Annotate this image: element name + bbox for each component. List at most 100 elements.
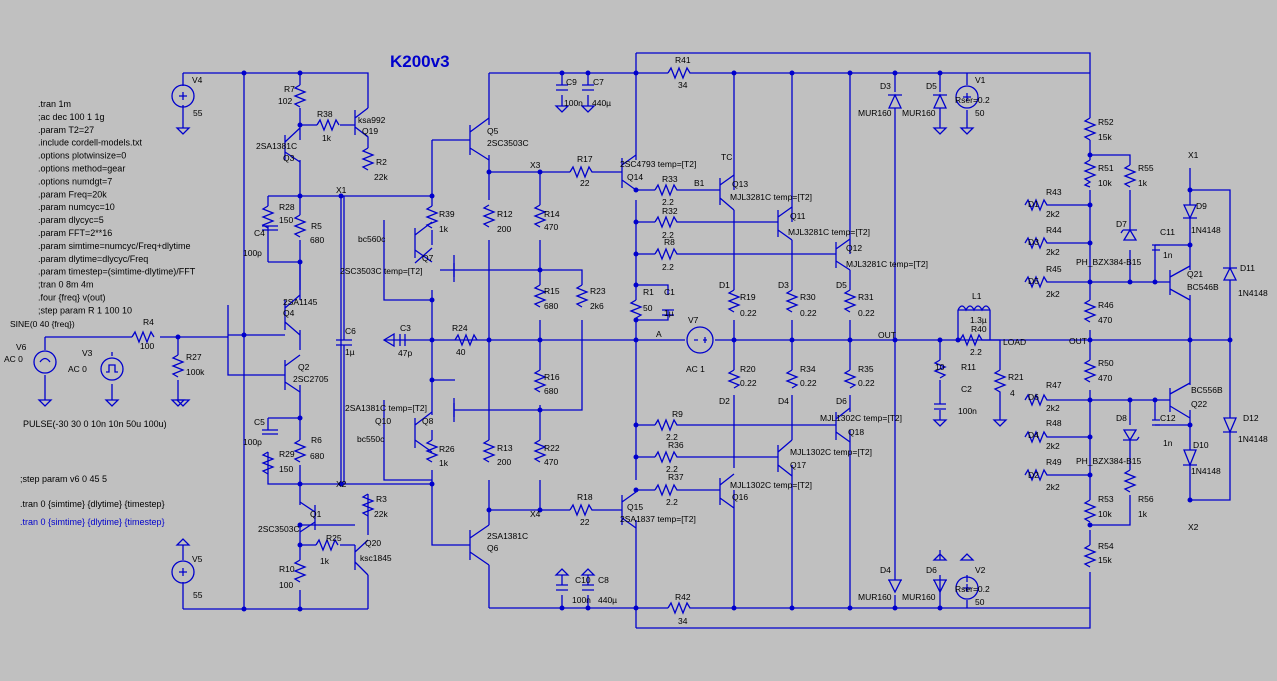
step-directive: ;step param v6 0 45 5 xyxy=(20,474,107,484)
component-label: R27 xyxy=(186,352,202,362)
component-label: 2.2 xyxy=(666,432,678,442)
component-label: R55 xyxy=(1138,163,1154,173)
component-label: Q17 xyxy=(790,460,806,470)
component-label: 200 xyxy=(497,457,511,467)
component-label: R1 xyxy=(643,287,654,297)
component-label: MJL1302C temp=[T2] xyxy=(820,413,902,423)
component-label: Q6 xyxy=(487,543,499,553)
component-label: R36 xyxy=(668,440,684,450)
directive-line: .options plotwinsize=0 xyxy=(38,151,126,161)
component-label: R45 xyxy=(1046,264,1062,274)
component-label: 470 xyxy=(544,457,558,467)
component-label: D4 xyxy=(1028,430,1039,440)
component-label: D4 xyxy=(880,565,891,575)
component-label: BC546B xyxy=(1187,282,1219,292)
component-label: R50 xyxy=(1098,358,1114,368)
component-label: SINE(0 40 {freq}) xyxy=(10,319,75,329)
directive-line: .param T2=27 xyxy=(38,125,94,135)
component-label: 2k2 xyxy=(1046,289,1060,299)
component-label: V2 xyxy=(975,565,986,575)
component-label: Q22 xyxy=(1191,399,1207,409)
directive-line: ;ac dec 100 1 1g xyxy=(38,112,105,122)
component-label: Q3 xyxy=(283,153,295,163)
component-label: 2SC3503C xyxy=(258,524,300,534)
component-label: 1k xyxy=(439,224,449,234)
component-label: AC 0 xyxy=(4,354,23,364)
component-label: 2SC2705 xyxy=(293,374,329,384)
component-label: 50 xyxy=(975,597,985,607)
component-label: D9 xyxy=(1196,201,1207,211)
component-label: 100n xyxy=(572,595,591,605)
component-label: Q2 xyxy=(298,362,310,372)
component-label: R7 xyxy=(284,84,295,94)
component-label: R8 xyxy=(664,237,675,247)
component-label: R16 xyxy=(544,372,560,382)
component-label: 22k xyxy=(374,172,388,182)
component-label: Q1 xyxy=(310,509,322,519)
directive-line: .param numcyc=10 xyxy=(38,202,115,212)
component-label: R6 xyxy=(311,435,322,445)
component-label: V5 xyxy=(192,554,203,564)
component-label: 15k xyxy=(1098,132,1112,142)
component-label: R22 xyxy=(544,443,560,453)
component-label: 440µ xyxy=(592,98,611,108)
component-label: R26 xyxy=(439,444,455,454)
component-label: 10k xyxy=(1098,178,1112,188)
component-label: R29 xyxy=(279,449,295,459)
component-label: Q5 xyxy=(487,126,499,136)
component-label: 680 xyxy=(310,235,324,245)
component-label: 10k xyxy=(1098,509,1112,519)
component-label: Q13 xyxy=(732,179,748,189)
component-label: Rser=0.2 xyxy=(955,584,990,594)
component-label: C2 xyxy=(961,384,972,394)
component-label: R15 xyxy=(544,286,560,296)
component-label: 22k xyxy=(374,509,388,519)
component-label: R56 xyxy=(1138,494,1154,504)
component-label: 470 xyxy=(1098,373,1112,383)
component-label: 1N4148 xyxy=(1191,225,1221,235)
component-label: D6 xyxy=(1028,392,1039,402)
directive-line: .param dlycyc=5 xyxy=(38,215,104,225)
component-label: X3 xyxy=(530,160,541,170)
component-label: R49 xyxy=(1046,457,1062,467)
component-label: R2 xyxy=(376,157,387,167)
component-label: OUT xyxy=(878,330,896,340)
component-label: R11 xyxy=(961,362,976,372)
component-label: D8 xyxy=(1116,413,1127,423)
component-label: D2 xyxy=(719,396,730,406)
component-label: 2k2 xyxy=(1046,209,1060,219)
component-label: 150 xyxy=(279,215,293,225)
component-label: D5 xyxy=(836,280,847,290)
component-label: R52 xyxy=(1098,117,1114,127)
component-label: Q11 xyxy=(790,211,806,221)
component-label: 2k2 xyxy=(1046,482,1060,492)
component-label: R30 xyxy=(800,292,816,302)
component-label: D1 xyxy=(719,280,730,290)
component-label: X4 xyxy=(530,509,541,519)
component-label: 10 xyxy=(935,362,945,372)
component-label: D5 xyxy=(1028,276,1039,286)
component-label: R10 xyxy=(279,564,295,574)
component-label: R47 xyxy=(1046,380,1062,390)
component-label: C3 xyxy=(400,323,411,333)
component-label: 1N4148 xyxy=(1191,466,1221,476)
component-label: R38 xyxy=(317,109,333,119)
component-label: 680 xyxy=(310,451,324,461)
component-label: R53 xyxy=(1098,494,1114,504)
component-label: C1 xyxy=(664,287,675,297)
component-label: 1.3µ xyxy=(970,315,987,325)
component-label: 55 xyxy=(193,108,203,118)
component-label: bc560c xyxy=(358,234,386,244)
component-label: MUR160 xyxy=(902,592,936,602)
component-label: 470 xyxy=(544,222,558,232)
component-label: 1N4148 xyxy=(1238,434,1268,444)
component-label: Q19 xyxy=(362,126,378,136)
component-label: C11 xyxy=(1160,227,1175,237)
component-label: Q14 xyxy=(627,172,643,182)
component-label: 100n xyxy=(564,98,583,108)
component-label: R13 xyxy=(497,443,513,453)
component-label: 0.22 xyxy=(800,308,817,318)
directive-line: .param timestep=(simtime-dlytime)/FFT xyxy=(38,267,196,277)
